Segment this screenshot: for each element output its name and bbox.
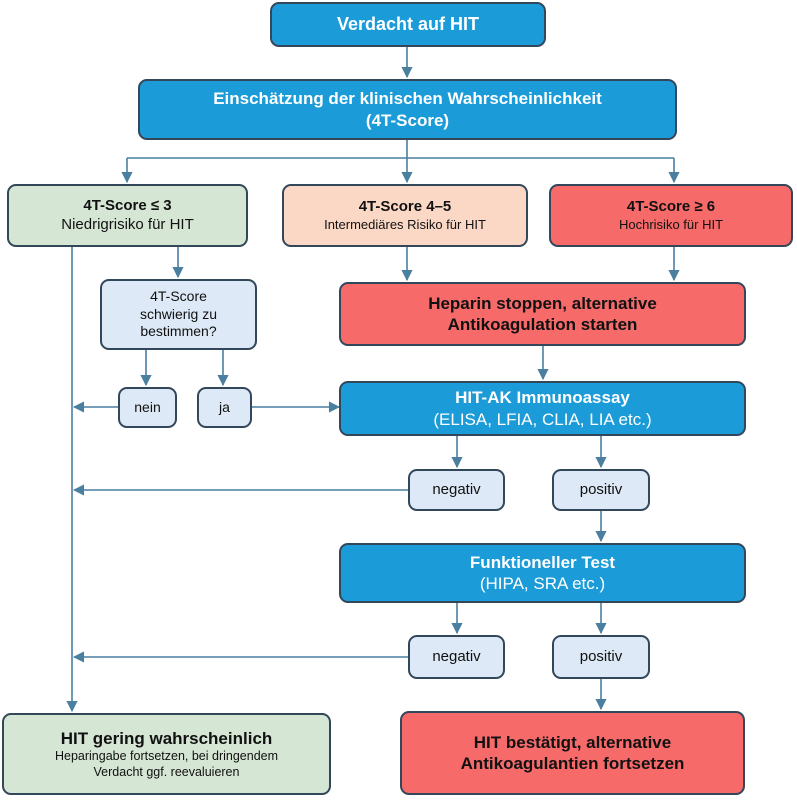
assessment-line1: Einschätzung der klinischen Wahrscheinli… (213, 89, 602, 109)
immunoassay-negative-label: negativ (432, 480, 481, 498)
node-functional-test: Funktioneller Test (HIPA, SRA etc.) (339, 543, 746, 603)
node-assessment: Einschätzung der klinischen Wahrscheinli… (138, 79, 677, 140)
node-hard-to-determine: 4T-Score schwierig zu bestimmen? (100, 279, 257, 350)
node-low-risk: 4T-Score ≤ 3 Niedrigrisiko für HIT (7, 184, 248, 247)
intermediate-risk-subtitle: Intermediäres Risiko für HIT (324, 216, 486, 232)
node-stop-heparin: Heparin stoppen, alternative Antikoagula… (339, 282, 746, 346)
answer-yes-label: ja (219, 398, 230, 415)
immunoassay-title: HIT-AK Immunoassay (455, 388, 630, 408)
question-line3: bestimmen? (140, 323, 217, 340)
node-answer-no: nein (118, 387, 177, 428)
node-answer-yes: ja (197, 387, 252, 428)
node-immunoassay-positive: positiv (552, 469, 650, 511)
node-suspicion: Verdacht auf HIT (270, 2, 546, 47)
node-high-risk: 4T-Score ≥ 6 Hochrisiko für HIT (549, 184, 793, 247)
question-line1: 4T-Score (150, 288, 207, 305)
node-immunoassay-negative: negativ (408, 469, 505, 511)
low-risk-title: 4T-Score ≤ 3 (83, 196, 172, 214)
node-hit-unlikely: HIT gering wahrscheinlich Heparingabe fo… (2, 713, 331, 795)
node-intermediate-risk: 4T-Score 4–5 Intermediäres Risiko für HI… (282, 184, 528, 247)
node-functional-negative: negativ (408, 635, 505, 679)
node-immunoassay: HIT-AK Immunoassay (ELISA, LFIA, CLIA, L… (339, 381, 746, 436)
question-line2: schwierig zu (139, 305, 218, 322)
stop-heparin-line1: Heparin stoppen, alternative (428, 293, 657, 313)
functional-test-subtitle: (HIPA, SRA etc.) (479, 574, 606, 593)
node-hit-confirmed: HIT bestätigt, alternative Antikoagulant… (400, 711, 745, 795)
low-risk-subtitle: Niedrigrisiko für HIT (61, 215, 194, 233)
unlikely-line1: Heparingabe fortsetzen, bei dringendem (54, 749, 279, 763)
high-risk-subtitle: Hochrisiko für HIT (618, 216, 724, 232)
immunoassay-positive-label: positiv (579, 480, 623, 498)
confirmed-line1: HIT bestätigt, alternative (473, 732, 672, 752)
intermediate-risk-title: 4T-Score 4–5 (358, 198, 452, 215)
immunoassay-subtitle: (ELISA, LFIA, CLIA, LIA etc.) (433, 409, 652, 429)
confirmed-line2: Antikoagulantien fortsetzen (460, 754, 685, 773)
node-functional-positive: positiv (552, 635, 650, 679)
functional-negative-label: negativ (432, 647, 481, 665)
assessment-line2: (4T-Score) (365, 110, 450, 130)
suspicion-label: Verdacht auf HIT (336, 14, 480, 35)
unlikely-line2: Verdacht ggf. reevaluieren (93, 764, 240, 779)
functional-test-title: Funktioneller Test (469, 552, 616, 572)
stop-heparin-line2: Antikoagulation starten (447, 315, 638, 334)
high-risk-title: 4T-Score ≥ 6 (626, 198, 716, 215)
unlikely-title: HIT gering wahrscheinlich (60, 728, 273, 748)
answer-no-label: nein (134, 398, 161, 415)
functional-positive-label: positiv (579, 647, 623, 665)
